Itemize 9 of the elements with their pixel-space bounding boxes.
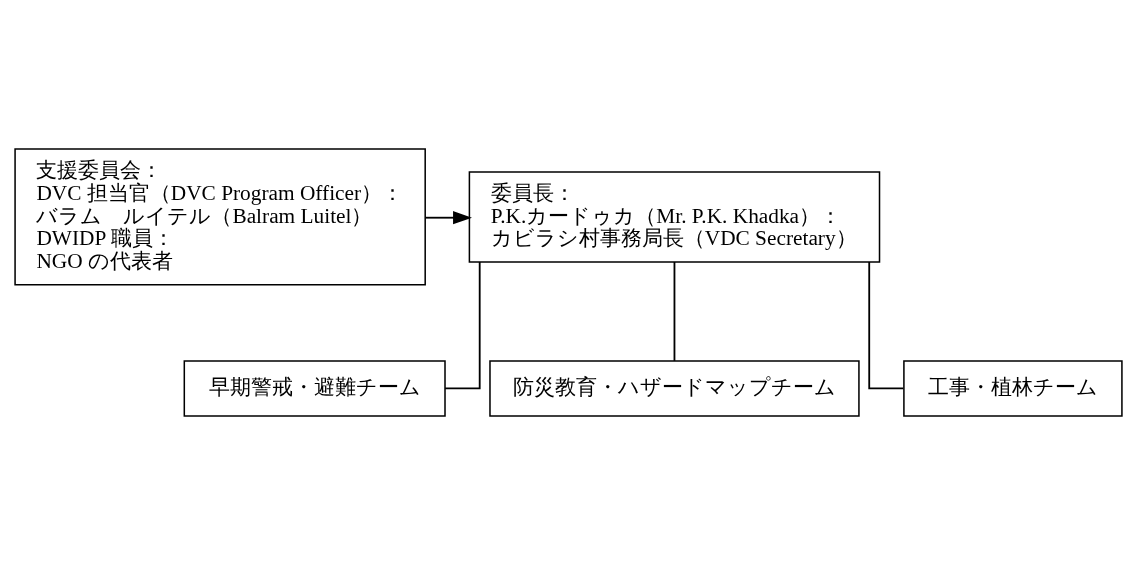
node-box: 支援委員会： DVC 担当官（DVC Program Officer）： バラム ルイテル（Balram Luitel） DWIDP 職員： NGO の代表者 bbox=[14, 147, 426, 286]
connector bbox=[444, 260, 481, 389]
arrow bbox=[424, 210, 472, 224]
connector bbox=[868, 260, 905, 389]
connector bbox=[673, 260, 676, 362]
node-box: 工事・植林チーム bbox=[903, 359, 1123, 417]
node-box: 防災教育・ハザードマップチーム bbox=[489, 359, 860, 417]
node-box: 早期警戒・避難チーム bbox=[183, 359, 446, 417]
node-box: 委員長： P.K.カードゥカ（Mr. P.K. Khadka）： カビラシ村事務局長（VDC Secretary） bbox=[468, 170, 881, 263]
